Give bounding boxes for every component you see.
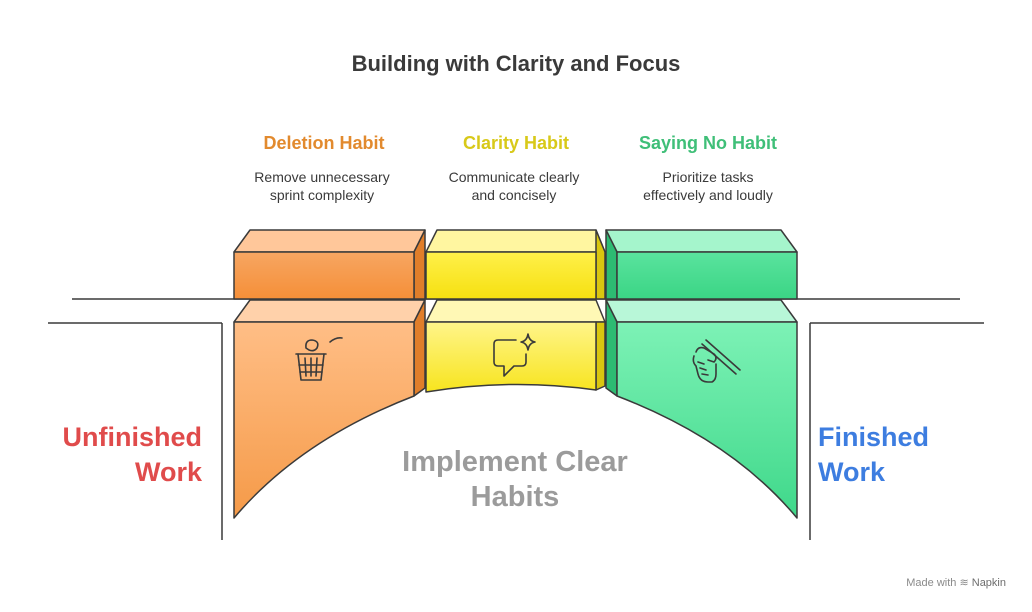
- implement-clear-habits-label: Implement Clear Habits: [402, 446, 628, 513]
- finished-work-label: Finished Work: [818, 420, 1008, 490]
- footer-brand: Napkin: [971, 577, 1006, 589]
- unfinished-work-line2: Work: [134, 457, 202, 487]
- arch-block-deletion: [233, 299, 426, 519]
- habit-desc-line: Remove unnecessary: [254, 169, 390, 185]
- habit-title-saying-no: Saying No Habit: [638, 133, 777, 153]
- napkin-logo-icon: ≋: [959, 577, 969, 589]
- chat-sparkle-icon: [493, 333, 536, 377]
- arch-block-clarity: [425, 299, 606, 393]
- finished-work-line2: Work: [818, 457, 886, 487]
- habit-desc-line: Prioritize tasks: [662, 169, 754, 185]
- habit-desc-line: Communicate clearly: [448, 169, 580, 185]
- upper-block-clarity: [425, 229, 606, 300]
- finished-work-line1: Finished: [818, 422, 930, 452]
- habit-desc-line: and concisely: [471, 187, 557, 203]
- habit-desc-clarity: Communicate clearly and concisely: [414, 168, 614, 204]
- upper-block-deletion: [233, 229, 426, 300]
- footer-prefix: Made with: [906, 577, 957, 589]
- habit-title-deletion: Deletion Habit: [263, 133, 385, 153]
- habit-desc-saying-no: Prioritize tasks effectively and loudly: [608, 168, 808, 204]
- trash-basket-icon: [295, 337, 343, 381]
- unfinished-work-line1: Unfinished: [62, 422, 203, 452]
- habit-desc-line: sprint complexity: [269, 187, 375, 203]
- diagram-title: Building with Clarity and Focus: [351, 51, 681, 76]
- habit-title-clarity: Clarity Habit: [462, 133, 570, 153]
- habit-desc-deletion: Remove unnecessary sprint complexity: [222, 168, 422, 204]
- made-with-napkin-credit: Made with ≋ Napkin: [906, 576, 1006, 589]
- habit-desc-line: effectively and loudly: [643, 187, 773, 203]
- blocking-hand-icon: [692, 339, 741, 383]
- upper-block-saying-no: [605, 229, 798, 300]
- arch-block-saying-no: [605, 299, 798, 519]
- unfinished-work-label: Unfinished Work: [20, 420, 203, 490]
